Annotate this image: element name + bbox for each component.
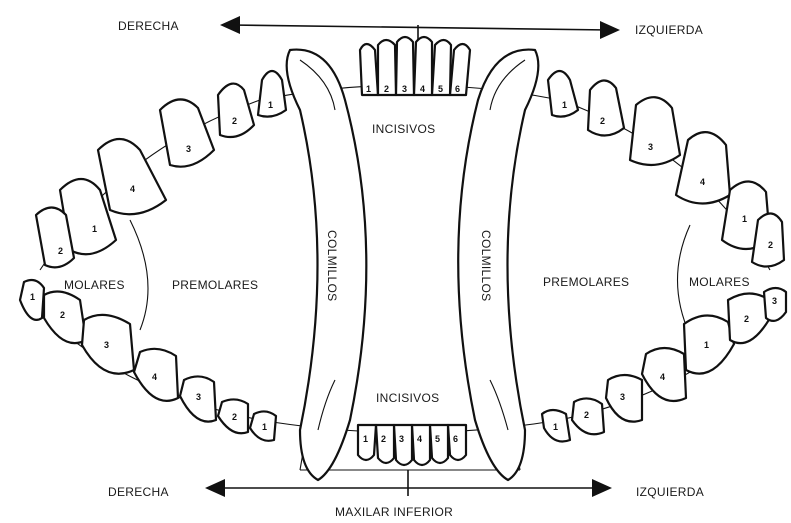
lower-incisor-number: 2 — [381, 434, 386, 444]
lower-left-premolar-number: 4 — [660, 372, 665, 382]
incisors-label-upper: INCISIVOS — [372, 122, 435, 136]
lower-left-molars — [684, 288, 786, 374]
lower-left-premolar-number: 2 — [584, 410, 589, 420]
direction-label-right-top: DERECHA — [118, 19, 179, 33]
upper-incisor-number: 5 — [438, 84, 443, 94]
upper-incisor-number: 2 — [384, 84, 389, 94]
jaw-caption: MAXILAR INFERIOR — [335, 505, 453, 519]
lower-left-molar-number: 3 — [772, 296, 777, 306]
premolars-label-right: PREMOLARES — [172, 278, 258, 292]
lower-left-premolar-number: 3 — [620, 392, 625, 402]
lower-right-premolar-number: 4 — [152, 372, 157, 382]
canine-label-right: COLMILLOS — [325, 230, 339, 301]
upper-right-premolar-number: 2 — [232, 116, 237, 126]
lower-right-premolar-number: 2 — [232, 412, 237, 422]
upper-left-premolar-number: 3 — [648, 142, 653, 152]
incisors-label-lower: INCISIVOS — [376, 391, 439, 405]
lower-incisor-number: 1 — [363, 434, 368, 444]
lower-right-premolar-number: 3 — [196, 392, 201, 402]
upper-incisor-number: 3 — [402, 84, 407, 94]
lower-left-molar-number: 1 — [704, 340, 709, 350]
direction-label-right-bottom: DERECHA — [108, 485, 169, 499]
upper-left-molar-number: 2 — [768, 240, 773, 250]
premolars-label-left: PREMOLARES — [543, 275, 629, 289]
upper-incisor-number: 6 — [455, 84, 460, 94]
molars-label-right: MOLARES — [64, 278, 125, 292]
upper-incisor-number: 4 — [420, 84, 425, 94]
lower-incisor-number: 6 — [453, 434, 458, 444]
lower-incisor-number: 4 — [417, 434, 422, 444]
upper-left-premolar-number: 4 — [700, 177, 705, 187]
lower-right-premolars — [134, 349, 276, 441]
upper-incisors — [360, 37, 470, 95]
lower-left-premolars — [542, 348, 686, 442]
upper-right-molars — [36, 179, 116, 267]
upper-left-molars — [722, 181, 784, 266]
lower-incisor-number: 3 — [399, 434, 404, 444]
lower-left-premolar-number: 1 — [553, 422, 558, 432]
upper-right-premolar-number: 1 — [268, 100, 273, 110]
lower-incisors — [358, 425, 466, 465]
direction-label-left-top: IZQUIERDA — [635, 23, 703, 37]
lower-incisor-number: 5 — [435, 434, 440, 444]
upper-left-premolar-number: 2 — [600, 116, 605, 126]
lower-left-molar-number: 2 — [744, 314, 749, 324]
lower-right-molar-number: 3 — [104, 340, 109, 350]
bottom-direction-arrow — [205, 470, 612, 497]
molars-label-left: MOLARES — [689, 275, 750, 289]
upper-right-molar-number: 2 — [58, 246, 63, 256]
upper-right-premolar-number: 4 — [130, 184, 135, 194]
upper-right-premolars — [98, 71, 286, 214]
canine-label-left: COLMILLOS — [479, 230, 493, 301]
upper-incisor-number: 1 — [366, 84, 371, 94]
lower-right-molar-number: 1 — [30, 292, 35, 302]
direction-label-left-bottom: IZQUIERDA — [636, 485, 704, 499]
upper-left-premolar-number: 1 — [562, 100, 567, 110]
lower-right-premolar-number: 1 — [262, 422, 267, 432]
canine-left — [458, 50, 538, 480]
upper-right-premolar-number: 3 — [186, 144, 191, 154]
lower-right-molar-number: 2 — [60, 310, 65, 320]
lower-right-molars — [20, 280, 134, 374]
upper-right-molar-number: 1 — [92, 224, 97, 234]
upper-left-molar-number: 1 — [742, 214, 747, 224]
